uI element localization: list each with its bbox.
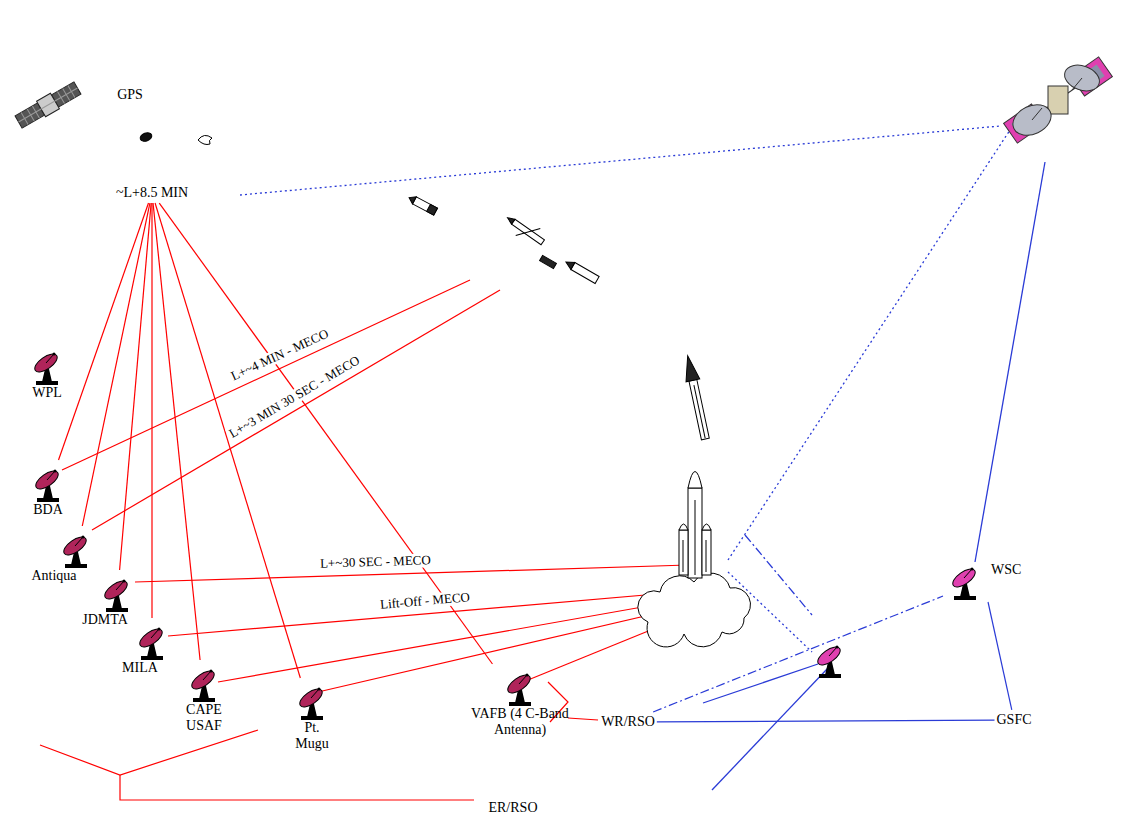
link-line	[151, 203, 152, 618]
phase-label: Lift-Off - MECO	[378, 590, 473, 612]
antenna-symbol	[500, 666, 540, 706]
ground-station: CAPE USAF	[184, 662, 224, 734]
station-label: ~L+8.5 MIN	[116, 185, 188, 201]
phase-label: L+~30 SEC - MECO	[317, 553, 432, 571]
antenna-icon	[189, 668, 217, 702]
ground-station: Pt. Mugu	[292, 680, 332, 752]
ground-station: WSC	[945, 560, 1021, 600]
ground-station: WPL	[27, 345, 67, 401]
text-node: ~L+8.5 MIN	[116, 185, 188, 201]
antenna-symbol	[132, 620, 172, 660]
launch-cloud	[638, 573, 751, 647]
antenna-symbol	[292, 680, 332, 720]
ground-station: BDA	[28, 462, 68, 518]
station-label: GSFC	[996, 712, 1031, 728]
antenna-icon	[32, 351, 60, 385]
station-label: ER/RSO	[488, 800, 537, 816]
station-label: GPS	[117, 87, 143, 103]
gps-satellite	[14, 80, 82, 130]
antenna-symbol	[97, 572, 137, 612]
relay-antenna	[815, 644, 843, 678]
antenna-symbol	[945, 560, 985, 600]
station-label: Antiqua	[31, 568, 76, 584]
comm-lines	[240, 126, 1045, 790]
ground-station: VAFB (4 C-Band Antenna)	[456, 666, 584, 738]
link-line	[657, 720, 995, 722]
ground-station: JDMTA	[94, 572, 140, 628]
station-label: MILA	[122, 660, 158, 676]
launch-vehicle	[679, 472, 711, 579]
antenna-icon	[950, 566, 978, 600]
antenna-icon	[137, 626, 165, 660]
antenna-icon	[33, 468, 61, 502]
station-label: Pt. Mugu	[295, 720, 328, 752]
antenna-icon	[297, 686, 325, 720]
antenna-icon	[102, 578, 130, 612]
link-line	[120, 203, 152, 570]
text-node: GPS	[117, 87, 143, 103]
text-node: GSFC	[996, 712, 1031, 728]
link-line	[82, 203, 150, 526]
antenna-symbol	[28, 462, 68, 502]
relay-satellite	[1004, 57, 1113, 143]
station-label: VAFB (4 C-Band Antenna)	[456, 706, 584, 738]
station-label: CAPE USAF	[186, 702, 222, 734]
link-line	[59, 203, 149, 460]
text-node: ER/RSO	[488, 800, 537, 816]
station-label: WPL	[32, 385, 62, 401]
tracking-lines	[62, 280, 690, 692]
ground-station: MILA	[132, 620, 172, 676]
trajectory-vehicles	[139, 131, 712, 440]
station-label: JDMTA	[82, 612, 128, 628]
station-label: WR/RSO	[601, 714, 655, 730]
antenna-symbol	[56, 528, 96, 568]
station-label: WSC	[991, 562, 1021, 578]
antenna-icon	[505, 672, 533, 706]
antenna-icon	[61, 534, 89, 568]
link-line	[159, 203, 492, 664]
station-label: BDA	[33, 502, 63, 518]
link-line	[988, 602, 1012, 710]
ground-station: Antiqua	[53, 528, 98, 584]
antenna-symbol	[27, 345, 67, 385]
antenna-symbol	[184, 662, 224, 702]
link-line	[155, 203, 300, 678]
text-node: WR/RSO	[601, 714, 655, 730]
range-brackets	[40, 682, 598, 800]
link-line	[653, 596, 943, 712]
